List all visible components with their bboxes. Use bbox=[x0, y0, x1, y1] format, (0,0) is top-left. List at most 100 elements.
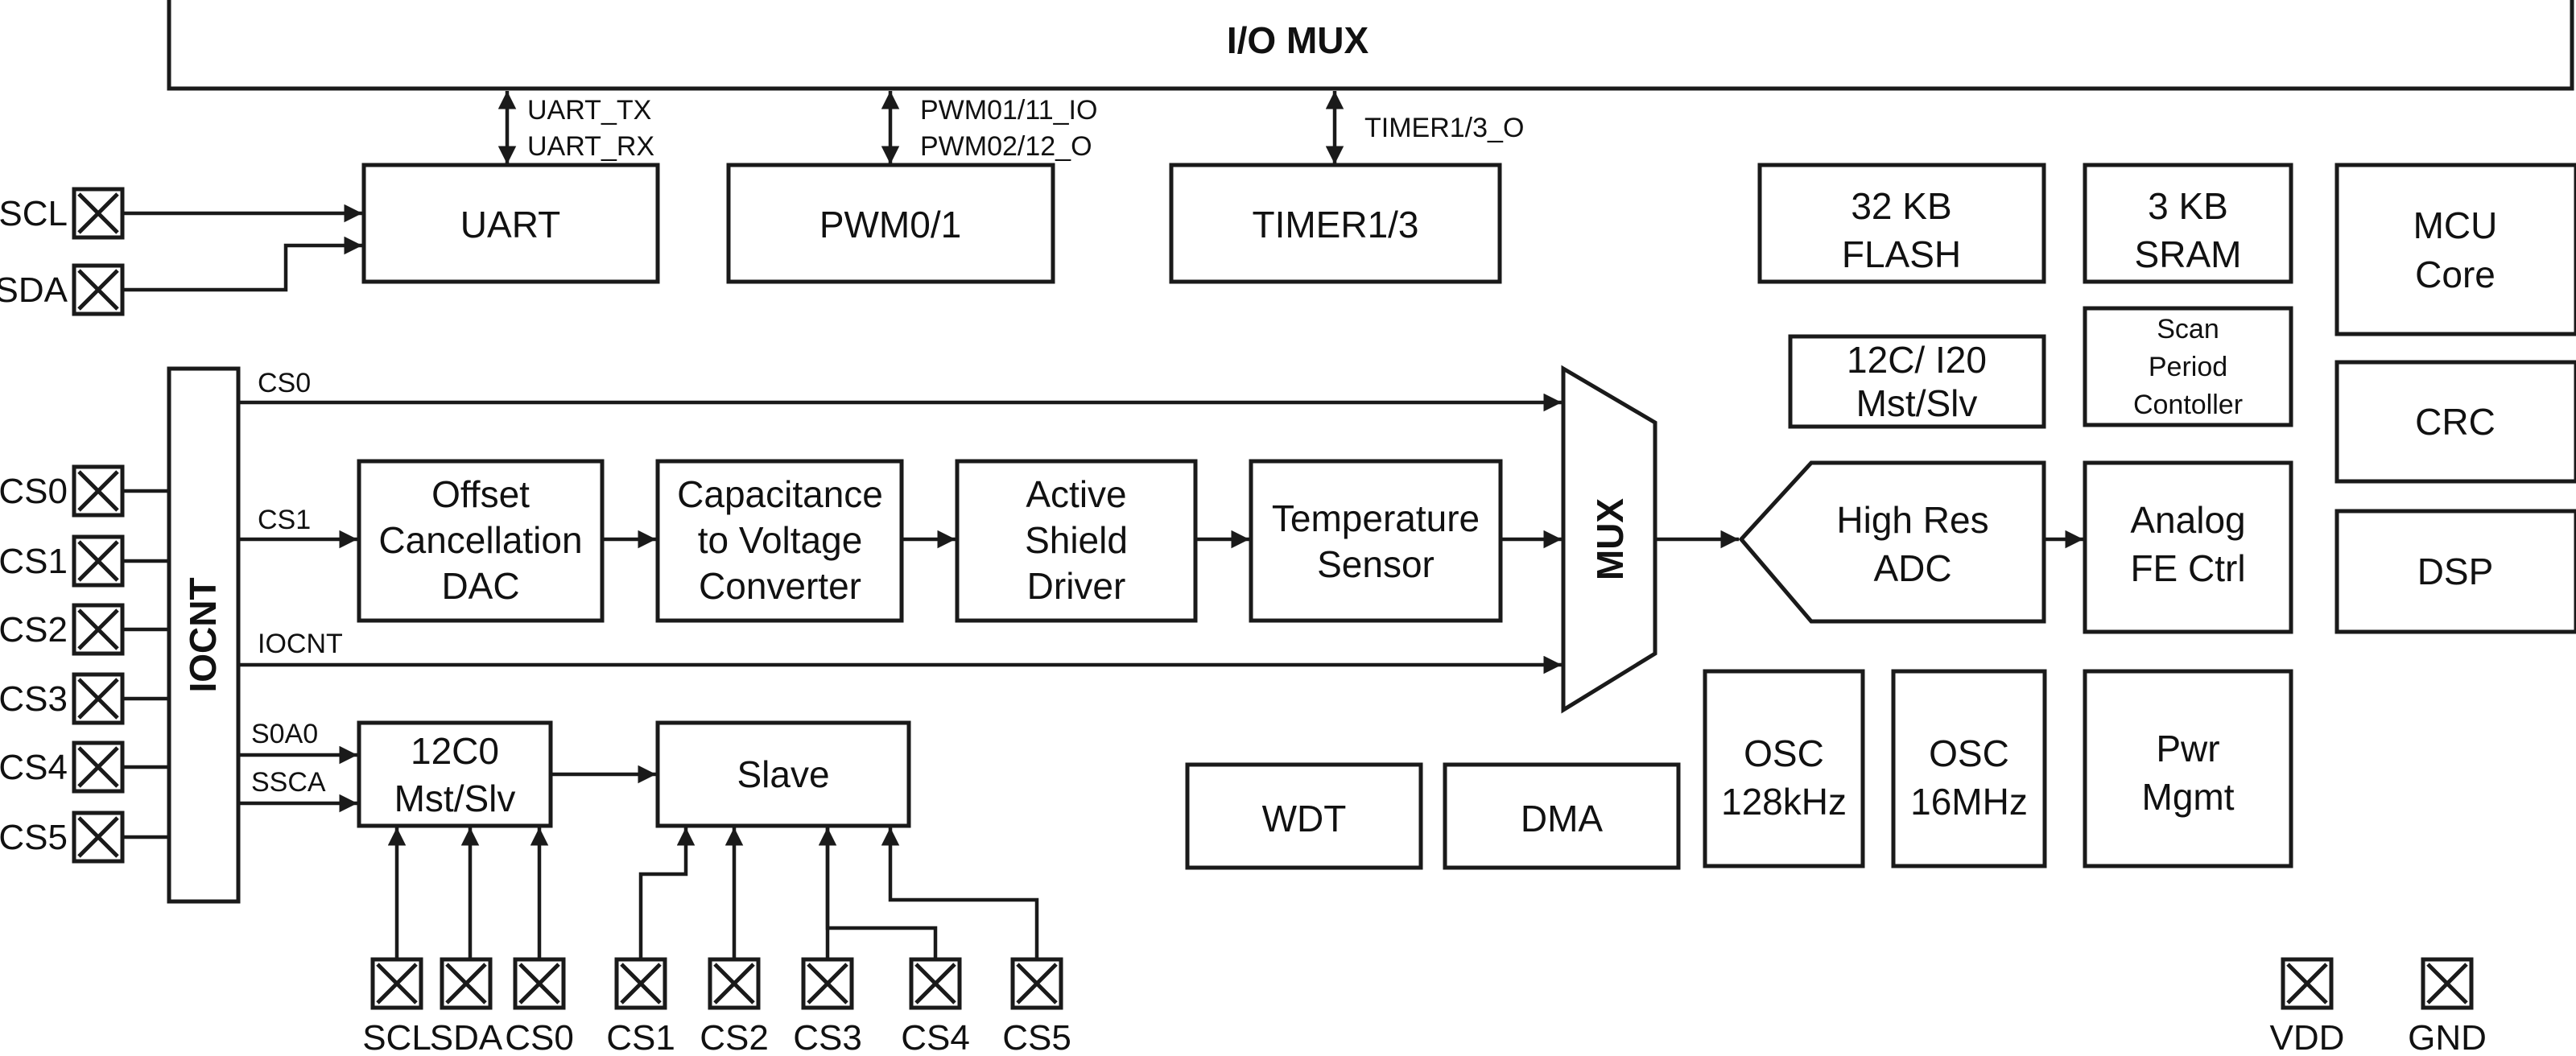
dma-label: DMA bbox=[1521, 798, 1604, 839]
pin-gnd-label: GND bbox=[2408, 1018, 2487, 1056]
timer-label: TIMER1/3 bbox=[1252, 204, 1418, 245]
offset-dac-line1: Offset bbox=[431, 473, 530, 515]
bottom-cs5-wire bbox=[881, 827, 1039, 958]
osc-high-line1: OSC bbox=[1929, 732, 2009, 774]
offset-dac-block: Offset Cancellation DAC bbox=[357, 459, 605, 623]
pin-bottom-cs2-label: CS2 bbox=[700, 1018, 769, 1056]
pin-bottom-cs0: CS0 bbox=[505, 957, 574, 1056]
sda-to-uart-wire bbox=[122, 236, 362, 292]
adc-line1: High Res bbox=[1836, 499, 1988, 541]
pin-left-cs2-label: CS2 bbox=[0, 610, 68, 650]
slave-label: Slave bbox=[737, 753, 829, 795]
dsp-label: DSP bbox=[2417, 551, 2494, 592]
offset-dac-line2: Cancellation bbox=[378, 519, 582, 561]
slave-block: Slave bbox=[655, 720, 911, 828]
sram-block: 3 KB SRAM bbox=[2083, 163, 2293, 284]
pin-left-cs1-label: CS1 bbox=[0, 542, 68, 581]
pin-bottom-cs3-label: CS3 bbox=[793, 1018, 862, 1056]
cap-to-volt-line1: Capacitance bbox=[677, 473, 883, 515]
pin-vdd: VDD bbox=[2270, 957, 2345, 1056]
cs1-signal-label: CS1 bbox=[258, 505, 311, 535]
pin-left-cs0: CS0 bbox=[0, 464, 125, 518]
pin-bottom-cs0-label: CS0 bbox=[505, 1018, 574, 1056]
osc-low-line2: 128kHz bbox=[1721, 781, 1847, 823]
osc-low-line1: OSC bbox=[1744, 732, 1824, 774]
pin-left-cs3: CS3 bbox=[0, 672, 125, 725]
analog-fe-line2: FE Ctrl bbox=[2130, 547, 2245, 589]
uart-block: UART bbox=[361, 163, 660, 284]
i2c-left-block: 12C0 Mst/Slv bbox=[357, 720, 553, 828]
io-mux-block: I/O MUX bbox=[167, 0, 2574, 91]
pin-left-cs3-label: CS3 bbox=[0, 679, 68, 719]
mux-block: MUX bbox=[1561, 365, 1657, 714]
wires bbox=[122, 91, 2083, 958]
scan-period-line2: Period bbox=[2149, 352, 2227, 382]
pin-bottom-cs2: CS2 bbox=[700, 957, 769, 1056]
uart-rx-label: UART_RX bbox=[527, 131, 654, 162]
mux-label: MUX bbox=[1589, 498, 1631, 581]
pin-bottom-sda: SDA bbox=[430, 957, 503, 1056]
i2c-right-block: 12C/ I20 Mst/Slv bbox=[1788, 334, 2046, 429]
pin-bottom-cs4-label: CS4 bbox=[901, 1018, 970, 1056]
shield-driver-line1: Active bbox=[1026, 473, 1126, 515]
flash-line2: FLASH bbox=[1842, 233, 1961, 275]
timer-block: TIMER1/3 bbox=[1169, 163, 1502, 284]
pin-bottom-cs3: CS3 bbox=[793, 957, 862, 1056]
pin-left-cs2: CS2 bbox=[0, 603, 125, 656]
timer-sig-label: TIMER1/3_O bbox=[1364, 113, 1524, 143]
scan-period-line1: Scan bbox=[2157, 314, 2219, 344]
dma-block: DMA bbox=[1443, 762, 1681, 870]
iocnt-label: IOCNT bbox=[182, 577, 224, 692]
iocnt-block: IOCNT bbox=[167, 366, 241, 904]
bottom-cs1-wire bbox=[638, 827, 696, 958]
pin-bottom-cs5-label: CS5 bbox=[1002, 1018, 1071, 1056]
pin-left-cs4: CS4 bbox=[0, 740, 125, 794]
uart-tx-label: UART_TX bbox=[527, 95, 651, 126]
cap-to-volt-line3: Converter bbox=[699, 565, 861, 607]
sram-line1: 3 KB bbox=[2148, 185, 2228, 227]
offset-dac-line3: DAC bbox=[441, 565, 519, 607]
pin-left-scl-label: SCL bbox=[0, 194, 68, 233]
i2c-left-line2: Mst/Slv bbox=[394, 778, 516, 819]
pin-bottom-cs5: CS5 bbox=[1002, 957, 1071, 1056]
dsp-block: DSP bbox=[2334, 509, 2576, 634]
i2c-left-line1: 12C0 bbox=[411, 730, 499, 772]
ssca-signal-label: SSCA bbox=[251, 767, 326, 798]
pin-bottom-cs1-label: CS1 bbox=[606, 1018, 675, 1056]
pin-left-cs5-label: CS5 bbox=[0, 818, 68, 857]
pin-vdd-label: VDD bbox=[2270, 1018, 2345, 1056]
temp-sensor-line1: Temperature bbox=[1272, 497, 1480, 539]
analog-fe-block: Analog FE Ctrl bbox=[2083, 460, 2293, 634]
pwr-mgmt-line1: Pwr bbox=[2156, 728, 2219, 769]
mcu-core-line2: Core bbox=[2415, 254, 2496, 295]
pin-gnd: GND bbox=[2408, 957, 2487, 1056]
scan-period-line3: Contoller bbox=[2133, 390, 2243, 420]
cap-to-volt-line2: to Voltage bbox=[698, 519, 863, 561]
i2c-right-line1: 12C/ I20 bbox=[1847, 339, 1987, 381]
pin-left-cs4-label: CS4 bbox=[0, 748, 68, 787]
io-mux-label: I/O MUX bbox=[1227, 19, 1369, 61]
wdt-block: WDT bbox=[1185, 762, 1423, 870]
pwm-block: PWM0/1 bbox=[726, 163, 1055, 284]
pin-left-sda: SDA bbox=[0, 263, 125, 316]
adc-block: High Res ADC bbox=[1738, 460, 2046, 624]
osc-16mhz-block: OSC 16MHz bbox=[1891, 669, 2047, 868]
osc-128khz-block: OSC 128kHz bbox=[1703, 669, 1865, 868]
pin-left-cs5: CS5 bbox=[0, 811, 125, 864]
temp-sensor-block: Temperature Sensor bbox=[1249, 459, 1503, 623]
pin-bottom-scl-label: SCL bbox=[362, 1018, 431, 1056]
pwr-mgmt-block: Pwr Mgmt bbox=[2083, 669, 2293, 868]
pin-bottom-cs4: CS4 bbox=[901, 957, 970, 1056]
soao-signal-label: S0A0 bbox=[251, 719, 318, 749]
uart-label: UART bbox=[460, 204, 560, 245]
cs0-signal-label: CS0 bbox=[258, 368, 311, 398]
shield-driver-line2: Shield bbox=[1025, 519, 1128, 561]
mcu-core-line1: MCU bbox=[2413, 204, 2498, 246]
sram-line2: SRAM bbox=[2135, 233, 2242, 275]
bottom-cs4-wire bbox=[825, 827, 938, 958]
osc-high-line2: 16MHz bbox=[1910, 781, 2028, 823]
scan-period-controller-block: Scan Period Contoller bbox=[2083, 306, 2293, 427]
pin-left-sda-label: SDA bbox=[0, 270, 68, 310]
iocnt-signal-label: IOCNT bbox=[258, 629, 343, 659]
